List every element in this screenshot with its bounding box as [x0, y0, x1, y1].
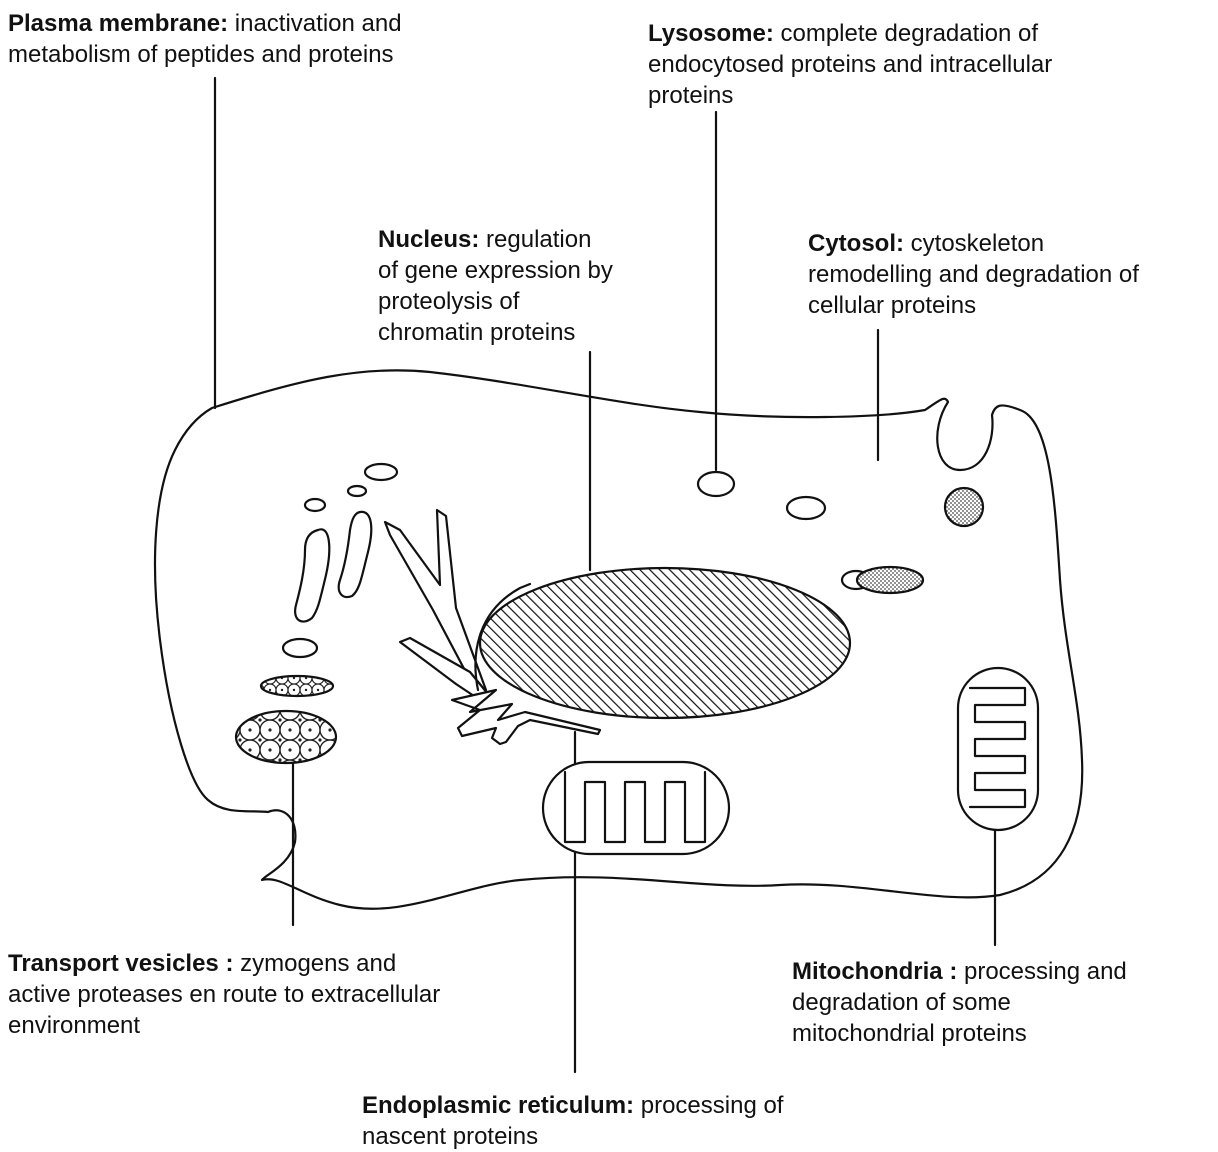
nucleus: [480, 568, 850, 718]
vesicle: [305, 499, 325, 511]
dense-vesicle: [857, 567, 923, 593]
mitochondrion: [543, 762, 729, 854]
vesicle: [787, 497, 825, 519]
vesicle: [348, 486, 366, 496]
vesicle: [365, 464, 397, 480]
golgi-cisterna: [295, 529, 329, 621]
dense-vesicle: [945, 488, 983, 526]
vesicle: [283, 639, 317, 657]
lysosome-vesicle: [698, 472, 734, 496]
golgi-cisterna: [339, 512, 372, 597]
transport-vesicle: [236, 711, 336, 763]
transport-vesicle: [261, 676, 333, 696]
